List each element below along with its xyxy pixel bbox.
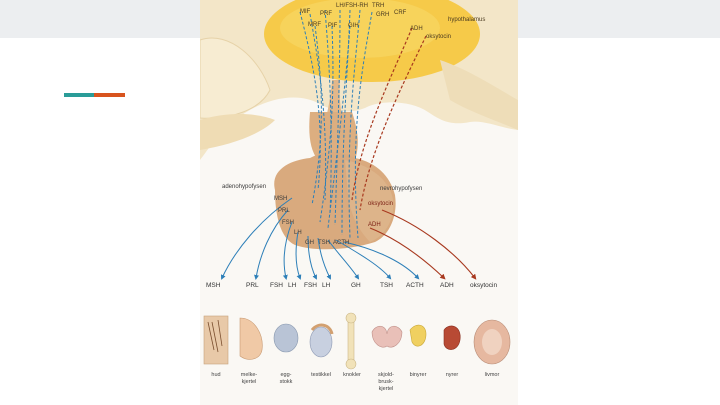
target-msh-label: MSH xyxy=(206,282,221,289)
target-tsh-label: TSH xyxy=(380,282,393,289)
organ-nyrer-label: nyrer xyxy=(445,372,459,378)
hormone-crf-label: CRF xyxy=(394,10,407,16)
organ-hud-label: hud xyxy=(211,372,221,378)
accent-bar-orange xyxy=(94,93,125,97)
hormone-lhfshrh-label: LH/FSH-RH xyxy=(336,3,369,9)
organ-eggstokk-label: egg- stokk xyxy=(279,372,293,385)
adenohypofysen-label: adenohypofysen xyxy=(222,184,267,190)
target-acth-label: ACTH xyxy=(406,282,424,289)
organ-testikkel-label: testikkel xyxy=(311,372,331,378)
target-lh-1-label: LH xyxy=(288,282,297,289)
gland-acth-label: ACTH xyxy=(333,240,350,246)
gland-lh-label: LH xyxy=(294,230,302,236)
gland-adh-label: ADH xyxy=(368,222,381,228)
organ-row xyxy=(203,312,511,370)
hormone-mif-label: MIF xyxy=(300,9,311,15)
hormone-adh-label: ADH xyxy=(410,26,423,32)
organ-melkekjertel-label: melke- kjertel xyxy=(240,372,258,385)
accent-bar-teal xyxy=(64,93,94,97)
hormone-trh-label: TRH xyxy=(372,3,385,9)
hormone-prf-label: PRF xyxy=(320,11,332,17)
gland-prl-label: PRL xyxy=(278,208,290,214)
target-fsh-1-label: FSH xyxy=(270,282,283,289)
hypothalamus-label: hypothalamus xyxy=(448,17,486,23)
gland-fsh-label: FSH xyxy=(282,220,294,226)
gland-gh-label: GH xyxy=(305,240,314,246)
target-fsh-2-label: FSH xyxy=(304,282,317,289)
organ-livmor-label: livmor xyxy=(484,372,500,378)
target-oksytocin-label: oksytocin xyxy=(470,282,498,289)
pituitary-illustration xyxy=(200,0,518,370)
organ-binyrer-label: binyrer xyxy=(409,372,427,378)
gland-oksytocin-label: oksytocin xyxy=(368,201,394,207)
hormone-gih-label: GIH xyxy=(348,23,359,29)
hormone-pif-label: PIF xyxy=(328,23,338,29)
gland-tsh-label: TSH xyxy=(318,240,330,246)
hormone-mrf-label: MRF xyxy=(308,22,321,28)
hormone-grh-label: GRH xyxy=(376,12,390,18)
organ-knokler-label: knokler xyxy=(343,372,361,378)
target-gh-label: GH xyxy=(351,282,361,289)
organ-skjoldbruskkjertel-label: skjold- brusk- kjertel xyxy=(378,372,394,392)
gland-msh-label: MSH xyxy=(274,196,288,202)
target-prl-label: PRL xyxy=(246,282,259,289)
pituitary-diagram: MIF MRF PRF LH/FSH-RH GRH TRH CRF PIF GI… xyxy=(200,0,518,405)
target-adh-label: ADH xyxy=(440,282,454,289)
target-lh-2-label: LH xyxy=(322,282,331,289)
hormone-oksytocin-label: oksytocin xyxy=(426,34,452,40)
nevrohypofysen-label: nevrohypofysen xyxy=(380,186,423,192)
